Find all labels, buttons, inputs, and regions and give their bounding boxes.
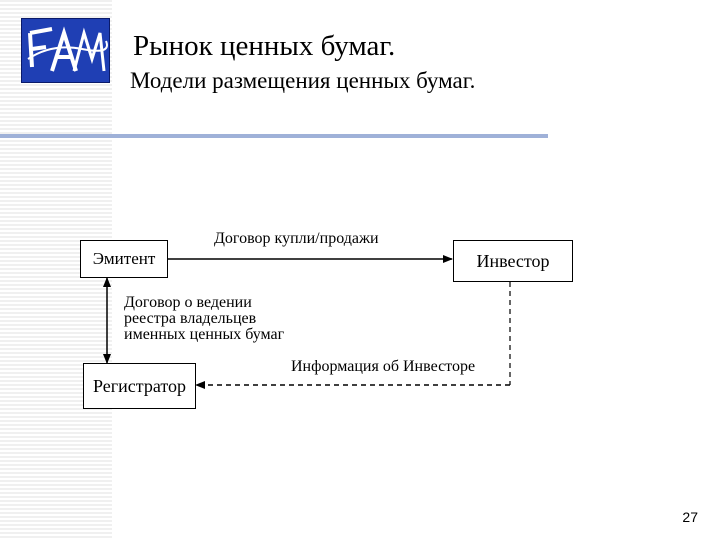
page-number: 27	[682, 509, 698, 525]
sale-contract-label: Договор купли/продажи	[214, 230, 379, 247]
registry-contract-label-line2: реестра владельцев	[124, 310, 257, 327]
logo-monogram-icon	[27, 26, 108, 72]
registrar-label: Регистратор	[92, 375, 186, 396]
issuer-label: Эмитент	[92, 249, 156, 268]
investor-node: Инвестор	[453, 240, 573, 282]
investor-info-label: Информация об Инвесторе	[291, 358, 476, 375]
logo	[21, 18, 110, 83]
page-subtitle: Модели размещения ценных бумаг.	[130, 68, 476, 93]
registry-contract-label-line3: именных ценных бумаг	[124, 326, 285, 343]
issuer-node: Эмитент	[80, 240, 168, 278]
investor-label: Инвестор	[476, 250, 550, 271]
registrar-node: Регистратор	[83, 363, 196, 409]
page-title: Рынок ценных бумаг.	[133, 30, 396, 62]
header-divider	[0, 134, 548, 138]
registry-contract-label-line1: Договор о ведении	[124, 294, 252, 311]
